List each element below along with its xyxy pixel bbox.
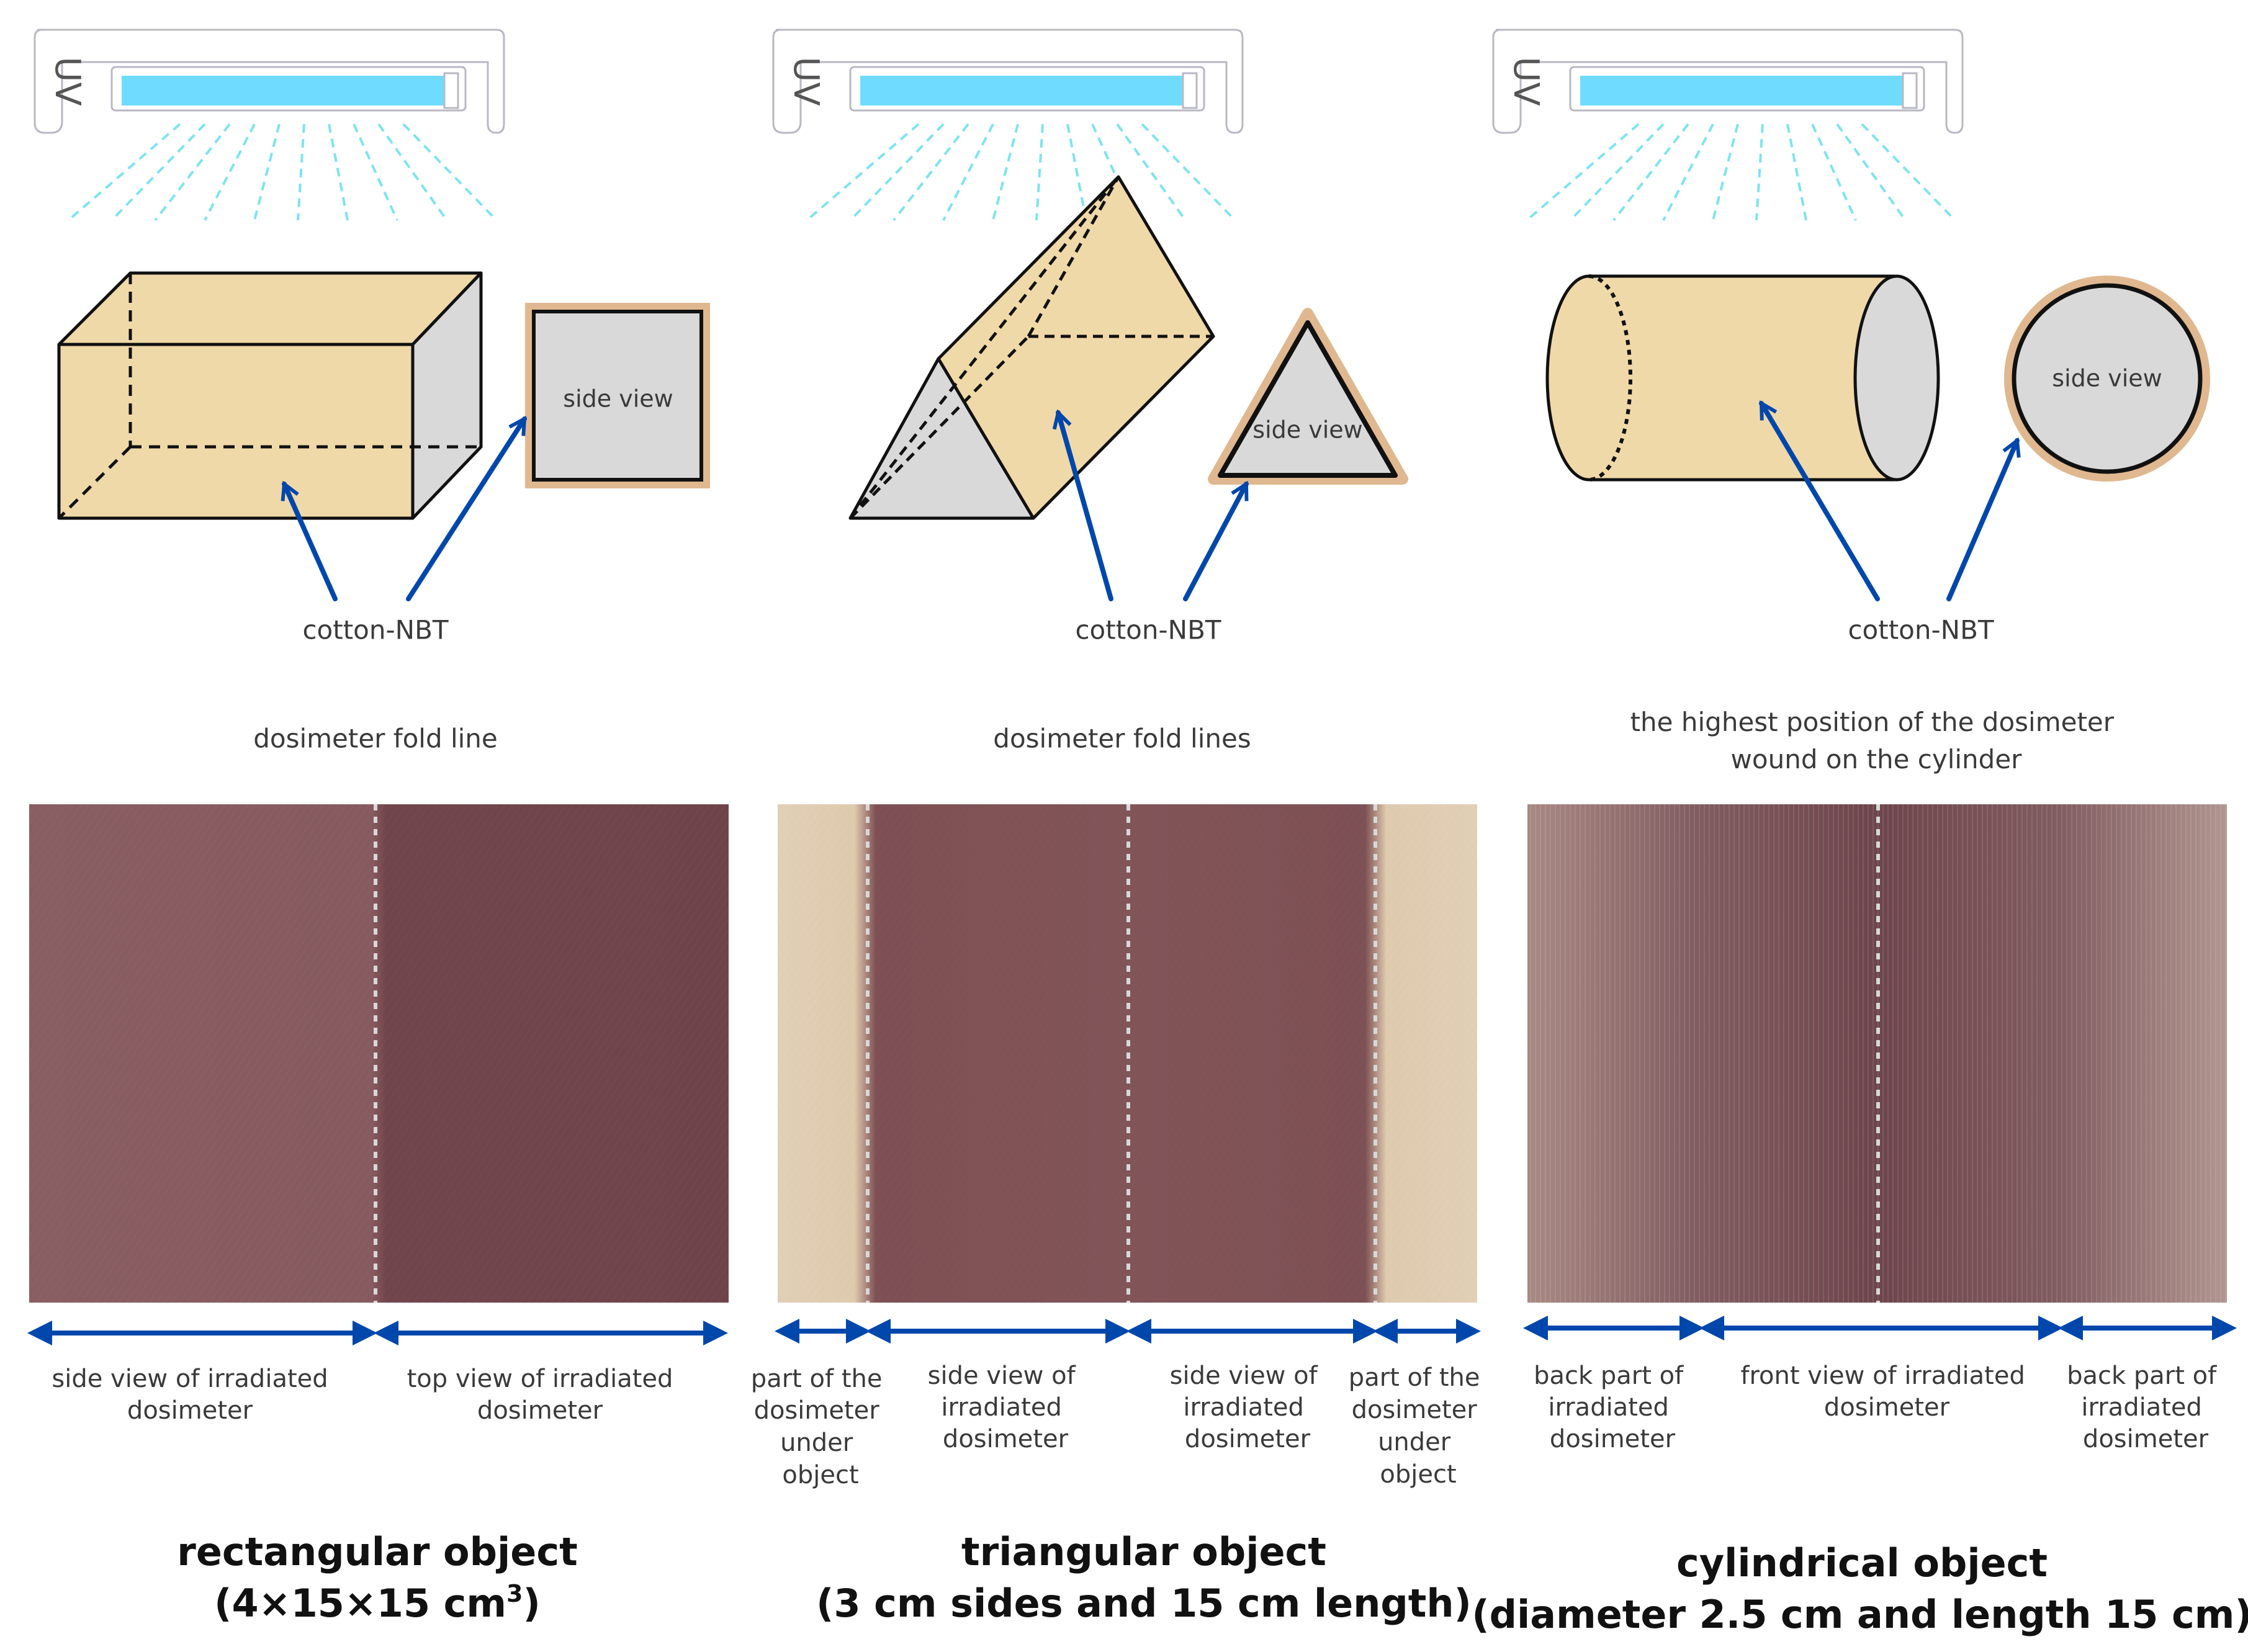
region-label-line: irradiated (1548, 1393, 1669, 1422)
uv-label: UV (786, 56, 826, 105)
uv-lamp: UV (772, 29, 1244, 134)
uv-lamp: UV (1492, 29, 1964, 134)
panel-subtitle: (diameter 2.5 cm and length 15 cm) (1472, 1592, 2248, 1637)
region-label-line: dosimeter (943, 1425, 1069, 1453)
region-label-line: object (1380, 1460, 1456, 1489)
svg-text:side view of irradiate: side view of irradiated dosimeter (1170, 1362, 1326, 1453)
material-label: cotton-NBT (1848, 615, 1994, 645)
panel-title: rectangular object (177, 1529, 577, 1574)
cylinder (1545, 274, 1940, 482)
side-view-triangle: side view (1208, 308, 1408, 485)
uv-rays (67, 123, 498, 222)
subtitle-sup: 3 (506, 1580, 523, 1607)
region-label-line: under (1378, 1428, 1451, 1457)
material-arrows (1759, 403, 2017, 601)
fabric-photo (1527, 804, 2227, 1303)
region-label-line: side view of irradiated (52, 1365, 328, 1393)
region-label-line: side view of (928, 1362, 1076, 1390)
region-label-line: dosimeter (1824, 1393, 1950, 1422)
panel-rectangular: UV side view (27, 29, 729, 1626)
fold-caption-line: wound on the cylinder (1731, 744, 2023, 774)
panel-triangular: UV side view (751, 29, 1488, 1626)
region-label-line: dosimeter (477, 1396, 603, 1425)
svg-text:part of the dosimeter: part of the dosimeter under object (751, 1365, 890, 1489)
region-label-line: dosimeter (1185, 1425, 1311, 1453)
subtitle-main: (4×15×15 cm (214, 1581, 506, 1626)
region-label-line: part of the (751, 1365, 883, 1393)
uv-rays (806, 123, 1236, 222)
panel-cylindrical: UV side view cotton-N (1472, 29, 2248, 1637)
region-label-line: top view of irradiated (407, 1365, 673, 1393)
region-label-line: irradiated (1183, 1393, 1304, 1422)
panel-subtitle: (4×15×15 cm3) (214, 1580, 541, 1626)
region-label-line: back part of (2067, 1362, 2217, 1390)
region-label-line: dosimeter (1352, 1396, 1478, 1424)
region-label-line: part of the (1349, 1363, 1480, 1392)
region-label-line: dosimeter (127, 1396, 253, 1425)
triangular-prism (848, 175, 1215, 520)
region-label-line: irradiated (2081, 1393, 2202, 1422)
material-label: cotton-NBT (302, 615, 448, 645)
region-label-line: irradiated (941, 1393, 1062, 1422)
subtitle-end: ) (523, 1581, 540, 1626)
side-view-label: side view (1252, 416, 1362, 444)
svg-text:back part of irradiate: back part of irradiated dosimeter (1534, 1362, 1691, 1453)
material-arrows (1058, 413, 1249, 601)
material-arrows (284, 419, 527, 601)
panel-title: cylindrical object (1676, 1540, 2048, 1586)
uv-label: UV (47, 56, 88, 105)
region-label-line: back part of (1534, 1362, 1684, 1390)
fold-caption: the highest position of the dosimeter wo… (1630, 707, 2123, 774)
uv-rays (1526, 123, 1956, 222)
region-label-line: under (780, 1429, 853, 1457)
rectangular-box (57, 271, 483, 520)
side-view-square: side view (525, 303, 710, 488)
svg-text:back part of irradiate: back part of irradiated dosimeter (2067, 1362, 2224, 1453)
side-view-circle: side view (2004, 276, 2210, 482)
panel-subtitle: (3 cm sides and 15 cm length) (816, 1581, 1472, 1626)
fold-caption-line: the highest position of the dosimeter (1630, 707, 2115, 737)
region-label-line: object (782, 1461, 858, 1489)
region-labels: part of the dosimeter under object side … (751, 1362, 1488, 1489)
region-label-line: dosimeter (1550, 1425, 1676, 1453)
side-view-label: side view (563, 385, 673, 413)
region-label-line: dosimeter (2083, 1425, 2209, 1453)
panel-title: triangular object (961, 1529, 1326, 1574)
side-view-label: side view (2052, 365, 2162, 392)
svg-text:front view of irradiated: front view of irradiated dosimeter (1740, 1362, 2033, 1422)
svg-text:side view of irradiate: side view of irradiated dosimeter (928, 1362, 1084, 1453)
svg-text:part of the dosimeter: part of the dosimeter under object (1349, 1363, 1488, 1489)
uv-label: UV (1506, 56, 1546, 105)
fabric-photo (29, 804, 729, 1303)
region-label-line: front view of irradiated (1740, 1362, 2025, 1390)
uv-lamp: UV (34, 29, 505, 134)
region-label-line: dosimeter (754, 1396, 880, 1425)
region-labels: back part of irradiated dosimeter front … (1534, 1362, 2224, 1453)
material-label: cotton-NBT (1075, 615, 1221, 645)
fabric-photo (778, 804, 1477, 1303)
fold-caption: dosimeter fold line (253, 724, 498, 754)
region-label-line: side view of (1170, 1362, 1318, 1390)
fold-caption: dosimeter fold lines (993, 724, 1251, 754)
region-labels: side view of irradiated dosimeter top vie… (52, 1365, 673, 1425)
